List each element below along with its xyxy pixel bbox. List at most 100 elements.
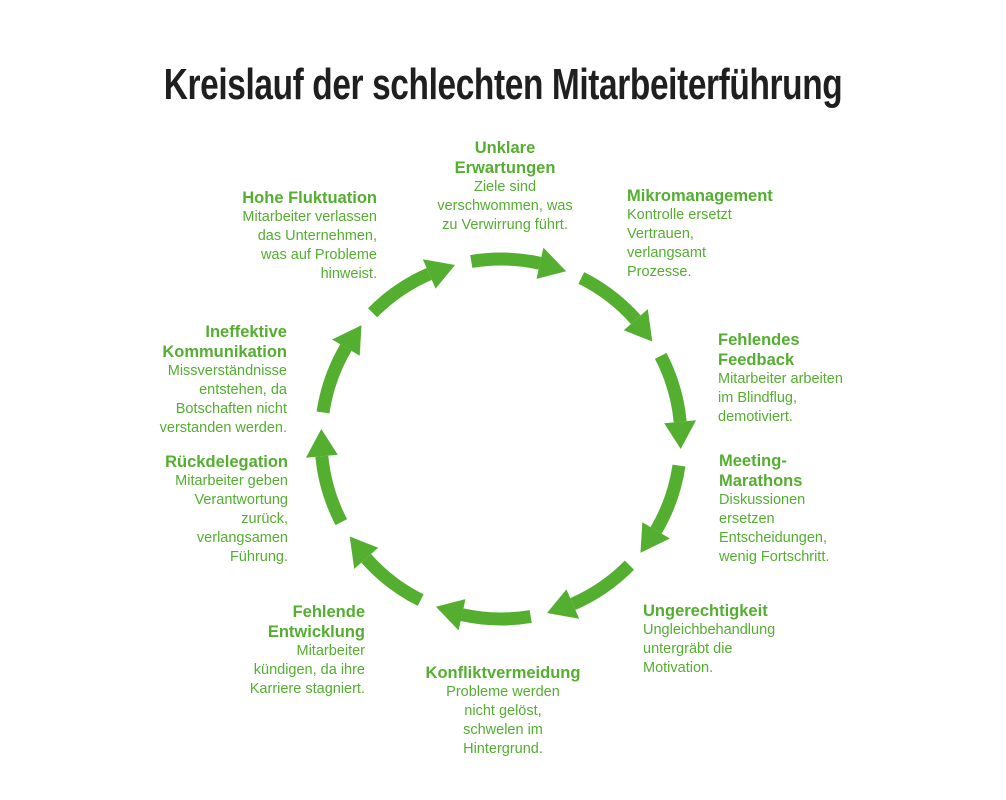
cycle-item-title: Ungerechtigkeit	[643, 601, 775, 621]
cycle-arrow-shaft-4	[650, 464, 686, 534]
title-line: Feedback	[718, 351, 795, 369]
description-line: Mitarbeiter verlassen	[242, 209, 377, 225]
description-line: Probleme werden	[446, 684, 560, 700]
cycle-arrow-shaft-6	[460, 608, 532, 626]
description-line: hinweist.	[320, 266, 377, 282]
description-line: Diskussionen	[719, 492, 806, 508]
description-line: Ziele sind	[473, 179, 537, 195]
description-line: Mitarbeiter	[296, 643, 366, 659]
title-line: Meeting-	[719, 452, 787, 470]
cycle-arrow-shaft-7	[361, 553, 424, 606]
description-line: verlangsamen	[196, 530, 288, 546]
title-line: Ineffektive	[205, 323, 287, 341]
cycle-arrow-head-7	[349, 536, 379, 569]
cycle-item-title: Rückdelegation	[165, 452, 288, 472]
title-line: Marathons	[719, 472, 803, 490]
description-line: verstanden werden.	[159, 420, 287, 436]
title-line: Rückdelegation	[165, 453, 288, 471]
cycle-item-description: Ziele sind verschwommen, was zu Verwirrung…	[437, 178, 572, 235]
title-line: Entwicklung	[267, 623, 365, 641]
description-line: Führung.	[229, 549, 288, 565]
description-line: verschwommen, was	[437, 198, 573, 214]
description-line: das Unternehmen,	[257, 228, 377, 244]
title-line: Fehlendes	[718, 331, 800, 349]
cycle-arrow-shaft-3	[654, 352, 687, 423]
description-line: Entscheidungen,	[719, 530, 828, 546]
title-line: Erwartungen	[454, 159, 556, 177]
cycle-arrow-head-9	[332, 325, 362, 356]
description-line: schwelen im	[463, 722, 543, 738]
description-line: Mitarbeiter geben	[175, 473, 288, 489]
description-line: Prozesse.	[627, 264, 692, 280]
description-line: entstehen, da	[199, 382, 287, 398]
cycle-arrow-head-4	[640, 522, 670, 553]
description-line: Mitarbeiter arbeiten	[718, 371, 843, 387]
cycle-arrow-head-8	[305, 429, 338, 458]
description-line: Ungleichbehandlung	[643, 622, 776, 638]
cycle-item-title: Mikromanagement	[627, 186, 773, 206]
description-line: Motivation.	[643, 660, 714, 676]
cycle-arrow-shaft-9	[316, 344, 352, 414]
cycle-item-description: Probleme werden nicht gelöst, schwelen im H…	[426, 683, 581, 759]
cycle-arrow-shaft-8	[315, 455, 348, 526]
description-line: wenig Fortschritt.	[719, 549, 830, 565]
cycle-arrow-shaft-10	[367, 267, 432, 318]
description-line: Hintergrund.	[463, 741, 543, 757]
description-line: Missverständnisse	[167, 363, 287, 379]
cycle-item-description: Mitarbeiter arbeiten im Blindflug, demotiv…	[718, 370, 843, 427]
cycle-arrow-shaft-5	[570, 560, 635, 611]
description-line: was auf Probleme	[260, 247, 377, 263]
title-line: Fehlende	[292, 603, 365, 621]
title-line: Konfliktvermeidung	[425, 664, 581, 682]
description-line: zu Verwirrung führt.	[442, 217, 568, 233]
title-line: Kommunikation	[162, 343, 287, 361]
cycle-arrow-head-1	[536, 247, 567, 279]
description-line: demotiviert.	[718, 409, 793, 425]
title-line: Mikromanagement	[627, 187, 773, 205]
description-line: ersetzen	[719, 511, 775, 527]
cycle-arrow-shaft-1	[470, 252, 542, 270]
cycle-arrow-shaft-2	[578, 272, 641, 325]
cycle-arrow-head-5	[547, 589, 580, 619]
description-line: im Blindflug,	[718, 390, 797, 406]
title-line: Ungerechtigkeit	[643, 602, 768, 620]
cycle-item-description: Missverständnisse entstehen, da Botschafte…	[160, 362, 287, 438]
description-line: Vertrauen,	[627, 226, 694, 242]
description-line: verlangsamt	[627, 245, 706, 261]
cycle-arrow-head-6	[435, 599, 466, 631]
cycle-item-title: Meeting- Marathons	[719, 451, 829, 491]
cycle-arrow-head-2	[623, 309, 653, 342]
description-line: Kontrolle ersetzt	[627, 207, 732, 223]
cycle-item-description: Mitarbeiter verlassen das Unternehmen, was…	[242, 208, 377, 284]
description-line: nicht gelöst,	[464, 703, 542, 719]
description-line: Botschaften nicht	[175, 401, 287, 417]
title-line: Unklare	[474, 139, 536, 157]
cycle-item-title: Konfliktvermeidung	[426, 663, 581, 683]
title-line: Hohe Fluktuation	[242, 189, 377, 207]
description-line: kündigen, da ihre	[253, 662, 365, 678]
cycle-arrow-head-3	[664, 420, 697, 449]
description-line: zurück,	[241, 511, 288, 527]
cycle-item-title: Hohe Fluktuation	[242, 188, 377, 208]
description-line: untergräbt die	[643, 641, 733, 657]
cycle-arrow-head-10	[422, 259, 455, 289]
